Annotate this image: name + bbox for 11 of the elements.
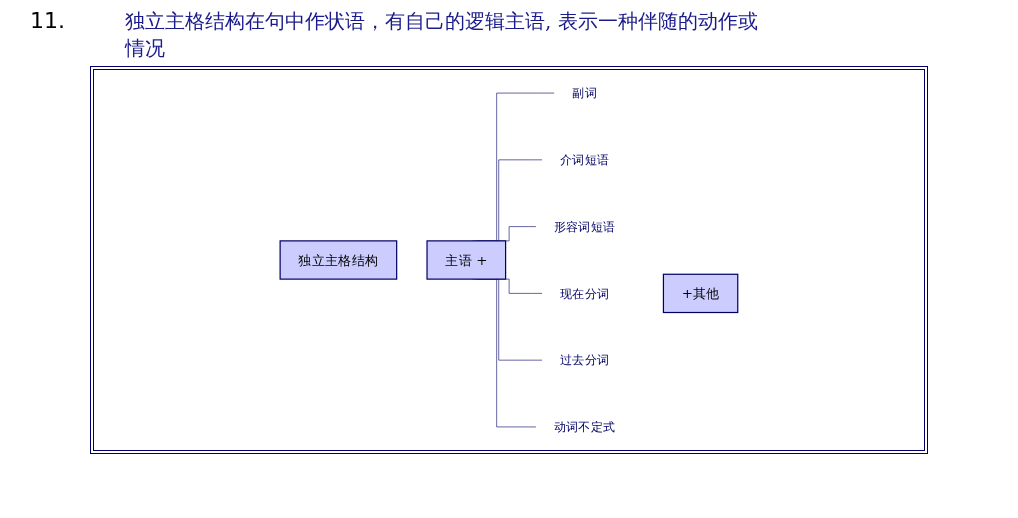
node-text: 过去分词 bbox=[560, 352, 609, 368]
node-text: 副词 bbox=[572, 85, 597, 101]
node-text: 介词短语 bbox=[560, 152, 609, 168]
node-text: 形容词短语 bbox=[554, 219, 615, 234]
node-text: 现在分词 bbox=[560, 286, 609, 301]
node-text: 动词不定式 bbox=[554, 419, 615, 435]
item-number: 11. bbox=[30, 8, 65, 33]
title: 独立主格结构在句中作状语，有自己的逻辑主语, 表示一种伴随的动作或情况 bbox=[125, 8, 759, 62]
node-box: 独立主格结构 bbox=[279, 240, 398, 280]
node-box: 主语 + bbox=[426, 240, 507, 280]
node-box: +其他 bbox=[662, 273, 739, 314]
